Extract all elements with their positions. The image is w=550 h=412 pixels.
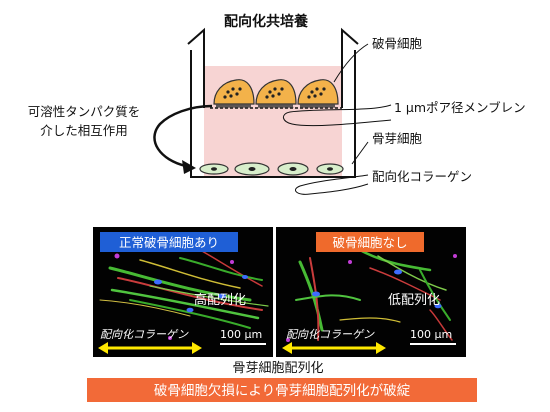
collagen-label: 配向化コラーゲン bbox=[372, 169, 472, 184]
panel-right-scale-label: 100 μm bbox=[410, 328, 452, 341]
panel-right-tag-bg bbox=[316, 232, 424, 252]
diagram-title: 配向化共培養 bbox=[224, 13, 308, 30]
culture-insert bbox=[187, 27, 359, 178]
leader-lines bbox=[283, 43, 392, 195]
soluble-protein-label-line2: 介した相互作用 bbox=[40, 123, 128, 138]
panel-right-orientation: 低配列化 bbox=[388, 293, 440, 308]
panel-left-scale-label: 100 μm bbox=[220, 328, 262, 341]
panel-right-tag: 破骨細胞なし bbox=[332, 235, 407, 250]
osteoclast-cells bbox=[213, 79, 339, 109]
osteoclast-label: 破骨細胞 bbox=[372, 36, 423, 51]
interaction-arrow bbox=[153, 104, 213, 168]
panel-left-direction-arrow bbox=[98, 342, 202, 354]
panel-left-tag-bg bbox=[100, 232, 238, 252]
conclusion-banner bbox=[87, 378, 477, 402]
osteoclast-cell bbox=[213, 79, 255, 109]
osteoclast-cell bbox=[297, 79, 339, 109]
osteoblast-label: 骨芽細胞 bbox=[372, 131, 423, 146]
panel-right-collagen-label: 配向化コラーゲン bbox=[286, 328, 375, 341]
interaction-arrowhead bbox=[182, 160, 196, 174]
osteoclast-cell bbox=[255, 79, 297, 109]
conclusion-text: 破骨細胞欠損により骨芽細胞配列化が破綻 bbox=[154, 383, 411, 399]
bottom-caption: 骨芽細胞配列化 bbox=[232, 361, 323, 376]
panel-left-tag: 正常破骨細胞あり bbox=[119, 235, 219, 250]
panel-right-direction-arrow bbox=[282, 342, 386, 354]
panel-left-collagen-label: 配向化コラーゲン bbox=[100, 328, 189, 341]
membrane-label: 1 μmポア径メンブレン bbox=[394, 100, 526, 115]
soluble-protein-label-line1: 可溶性タンパク質を bbox=[28, 104, 141, 119]
panel-left-orientation: 高配列化 bbox=[194, 292, 246, 308]
